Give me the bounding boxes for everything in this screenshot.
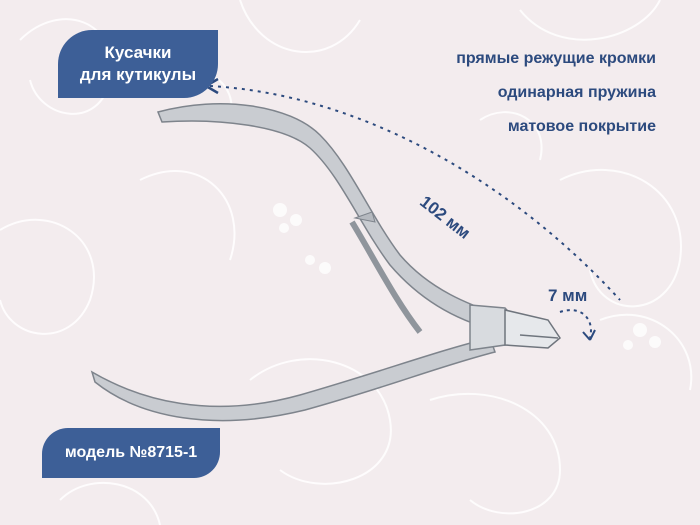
model-badge: модель №8715-1 <box>42 428 220 478</box>
feature-item: одинарная пружина <box>497 84 656 101</box>
model-number: модель №8715-1 <box>64 444 198 461</box>
feature-item: матовое покрытие <box>507 118 656 135</box>
title-line-2: для кутикулы <box>79 65 197 84</box>
title-line-1: Кусачки <box>104 43 172 62</box>
product-title-badge: Кусачки для кутикулы <box>58 30 218 98</box>
blade-dimension-label: 7 мм <box>548 286 588 305</box>
feature-item: прямые режущие кромки <box>456 50 656 67</box>
features-list: прямые режущие кромки одинарная пружина … <box>456 46 656 148</box>
